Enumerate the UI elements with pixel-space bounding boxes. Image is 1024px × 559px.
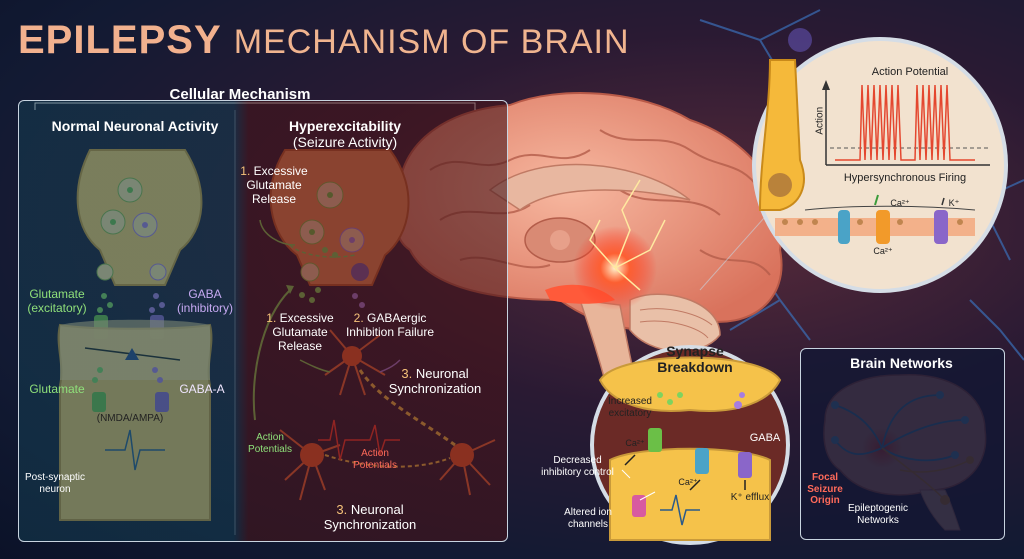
decreased-inhibitory-label: Decreased inhibitory control <box>541 455 614 478</box>
post-synaptic-label: Post-synaptic neuron <box>24 472 86 495</box>
step1-label: 1. Excessive Glutamate Release <box>234 164 314 206</box>
action-potential-inset <box>699 37 1008 293</box>
altered-ion-channels-label: Altered ion channels <box>564 507 612 530</box>
action-potentials-label-2: Action Potentials <box>353 448 397 471</box>
step1b-number: 1. <box>266 311 277 325</box>
step3b-number: 3. <box>336 502 348 517</box>
step1-text: Excessive Glutamate Release <box>246 164 308 206</box>
inhibitory-text: (inhibitory) <box>176 300 233 315</box>
page-title: EPILEPSY MECHANISM OF BRAIN <box>18 18 630 63</box>
hyperexcitability-title: Hyperexcitability (Seizure Activity) <box>250 118 440 150</box>
cellular-mechanism-header: Cellular Mechanism <box>169 86 311 103</box>
synapse-ca-label: Ca²⁺ <box>625 438 645 448</box>
brain-networks-panel <box>800 348 1005 540</box>
step3b-label: 3. Neuronal Synchronization <box>300 502 440 533</box>
step2-label: 2. GABAergic Inhibition Failure <box>345 311 435 340</box>
ca-ion-label-2: Ca²⁺ <box>873 246 893 256</box>
step1b-label: 1. Excessive Glutamate Release <box>260 311 340 353</box>
step2-number: 2. <box>353 311 364 325</box>
action-axis-label: Action <box>814 106 826 135</box>
gaba-label: GABA (inhibitory) <box>170 287 240 316</box>
nmda-ampa-label: (NMDA/AMPA) <box>96 413 164 424</box>
step3-text: Neuronal Synchronization <box>388 366 482 396</box>
synapse-ca-label-2: Ca²⁺ <box>678 477 698 487</box>
epileptogenic-networks-label: Epileptogenic Networks <box>847 503 909 526</box>
k-efflux-label: K⁺ efflux <box>730 492 770 503</box>
normal-activity-title: Normal Neuronal Activity <box>51 118 219 134</box>
title-bold: EPILEPSY <box>18 18 222 62</box>
synapse-breakdown-illustration <box>590 345 790 545</box>
glutamate-label: Glutamate (excitatory) <box>22 287 92 316</box>
title-rest: MECHANISM OF BRAIN <box>233 23 630 61</box>
step2-text: GABAergic Inhibition Failure <box>345 311 435 339</box>
focal-seizure-origin-label: Focal Seizure Origin <box>807 472 843 506</box>
hypersynchronous-firing-label: Hypersynchronous Firing <box>843 172 967 184</box>
step3-number: 3. <box>401 366 413 381</box>
synapse-breakdown-title: Synapse Breakdown <box>657 343 733 376</box>
step3b-text: Neuronal Synchronization <box>323 502 417 532</box>
cellular-mechanism-panel <box>18 100 508 542</box>
gaba-a-label: GABA-A <box>179 382 225 396</box>
glutamate-receptor-label: Glutamate <box>29 382 85 396</box>
excitatory-text: (excitatory) <box>27 300 87 315</box>
hyper-subtitle-text: (Seizure Activity) <box>292 134 398 151</box>
k-ion-label: K⁺ <box>948 198 960 208</box>
synapse-gaba-label: GABA <box>749 432 781 444</box>
action-potential-title: Action Potential <box>871 66 949 78</box>
step3-label: 3. Neuronal Synchronization <box>375 366 495 397</box>
brain-networks-title: Brain Networks <box>850 355 953 371</box>
action-potentials-label: Action Potentials <box>248 432 292 455</box>
step1b-text: Excessive Glutamate Release <box>272 311 334 353</box>
glutamate-text: Glutamate <box>29 287 85 301</box>
hyper-title-text: Hyperexcitability <box>288 118 402 134</box>
gaba-text: GABA <box>188 287 222 301</box>
step1-number: 1. <box>240 164 251 178</box>
ca-ion-label: Ca²⁺ <box>890 198 910 208</box>
increased-excitatory-label: Increased excitatory <box>608 396 652 419</box>
